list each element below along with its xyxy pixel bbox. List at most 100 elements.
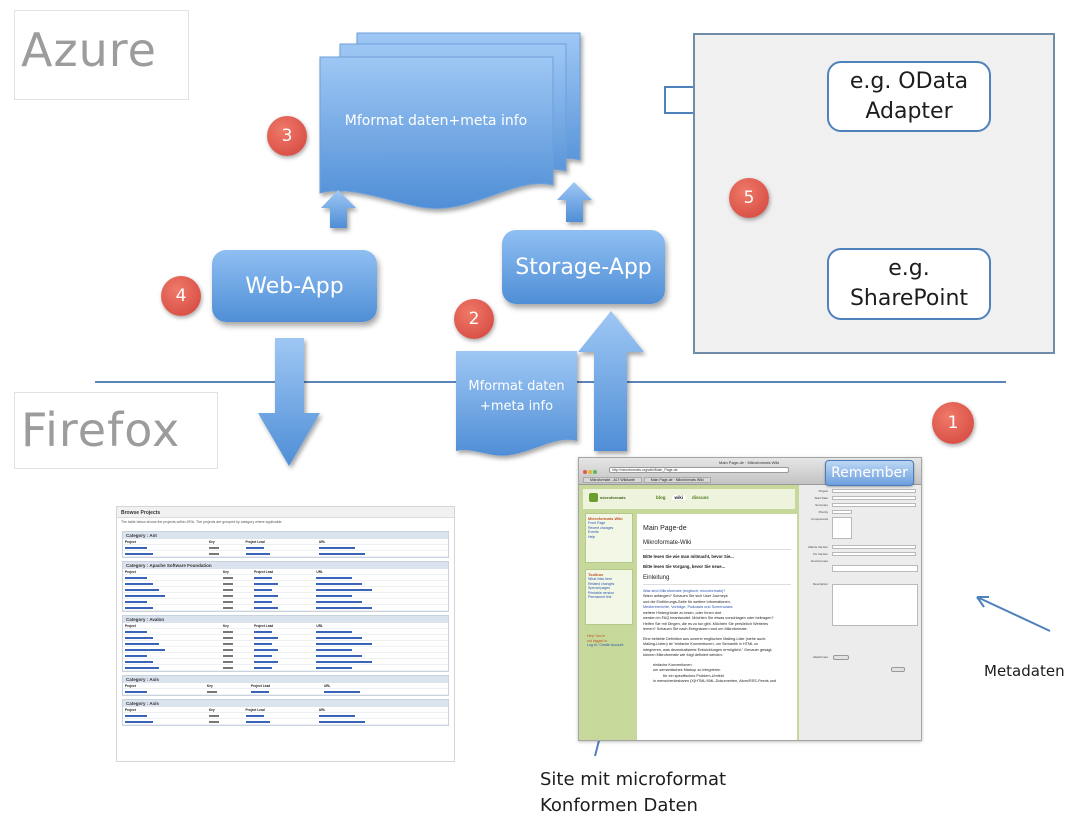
site-tab-blog[interactable]: blog (656, 495, 666, 500)
sidebar-link-recent-changes[interactable]: Recent changes (588, 525, 614, 530)
remember-button[interactable]: Remember (825, 460, 914, 486)
table-row[interactable] (123, 718, 448, 725)
form-input[interactable] (832, 552, 916, 556)
table-row[interactable] (123, 550, 448, 557)
step-2-badge: 2 (454, 299, 494, 339)
web-app-box: Web-App (212, 250, 377, 322)
table-row[interactable] (123, 580, 448, 587)
table-cell (220, 640, 253, 647)
site-tab-discuss[interactable]: discuss (692, 495, 709, 500)
firefox-zone-label: Firefox (14, 392, 218, 469)
projects-title: Browse Projects (117, 507, 454, 518)
table-row[interactable] (123, 544, 448, 551)
table-row[interactable] (123, 598, 448, 605)
table-row[interactable] (123, 640, 448, 647)
cell-filler (245, 546, 264, 549)
sidebar-link-events[interactable]: Events (588, 530, 599, 535)
zoom-dot-icon[interactable] (593, 470, 597, 474)
form-label: Project (818, 489, 828, 493)
column-header: Project (123, 569, 221, 575)
azure-zone-label: Azure (14, 10, 189, 100)
table-cell (206, 718, 244, 725)
environment-textarea[interactable] (832, 565, 918, 572)
table-row[interactable] (123, 592, 448, 599)
table-row[interactable] (123, 652, 448, 659)
toolbox-link-special-pages[interactable]: Special pages (588, 586, 610, 591)
definition-line: Mailing-Listen) ist "einfache Konvention… (643, 642, 759, 647)
form-input[interactable] (832, 503, 916, 507)
browse-button[interactable] (833, 655, 849, 660)
table-row[interactable] (123, 658, 448, 665)
column-header: Project Lead (243, 707, 317, 713)
login-link[interactable]: Log in / Create Account (587, 643, 624, 648)
toolbox-link-permanent[interactable]: Permanent link (588, 595, 612, 600)
table-cell (220, 592, 253, 599)
form-input[interactable] (832, 496, 916, 500)
odata-line-2: Adapter (865, 98, 953, 124)
site-tab-wiki[interactable]: wiki (671, 495, 687, 500)
cell-filler (125, 714, 147, 717)
table-cell (123, 646, 221, 653)
form-input[interactable] (832, 489, 916, 493)
cell-filler (316, 582, 363, 585)
table-row[interactable] (123, 604, 448, 611)
table-row[interactable] (123, 634, 448, 641)
table-cell (243, 550, 317, 557)
mformat-doc-label: Mformat daten +meta info (456, 377, 577, 416)
form-label: Environment (811, 559, 828, 563)
cell-filler (254, 630, 273, 633)
description-textarea[interactable] (832, 584, 918, 626)
table-cell (252, 604, 315, 611)
form-listbox[interactable] (832, 517, 852, 539)
cell-filler (254, 600, 273, 603)
table-row[interactable] (123, 646, 448, 653)
table-cell (123, 628, 221, 635)
browser-tab-1[interactable]: Mikroformate - ALT Wikikarte (583, 477, 642, 483)
cell-filler (222, 606, 233, 609)
login-note-line-1: Hey! You're (587, 634, 605, 638)
table-row[interactable] (123, 688, 448, 695)
browser-url-bar[interactable]: http://microformats.org/wiki/Main_Page-d… (609, 467, 789, 473)
table-row[interactable] (123, 586, 448, 593)
sidebar-link-help[interactable]: Help (588, 534, 596, 539)
category-heading: Category : Axis (123, 676, 448, 683)
site-caption-line-1: Site mit microformat (540, 769, 727, 790)
table-cell (123, 544, 207, 551)
close-dot-icon[interactable] (583, 470, 587, 474)
table-cell (123, 604, 221, 611)
cell-filler (318, 546, 355, 549)
toolbox-link-related-changes[interactable]: Related changes (588, 581, 615, 586)
minimize-dot-icon[interactable] (588, 470, 592, 474)
intro-line: und die Einführungs-Seite für weitere In… (643, 599, 731, 604)
toolbox-link-printable[interactable]: Printable version (588, 590, 615, 595)
table-row[interactable] (123, 664, 448, 671)
toolbox-link-what-links-here[interactable]: What links here (588, 577, 613, 582)
metadata-form-panel: Project Start Date Summary Priority Comp… (799, 485, 921, 740)
table-cell (220, 604, 253, 611)
cell-filler (222, 594, 233, 597)
sidebar-link-front-page[interactable]: Front Page (588, 521, 606, 526)
cell-filler (254, 582, 279, 585)
cell-filler (125, 654, 147, 657)
form-select[interactable] (832, 510, 852, 514)
bullet-item: in menschenlesbaren (X)HTML/XML-Dokument… (653, 679, 777, 684)
browser-tab-2[interactable]: Main Page-de · Mikroformats Wiki (643, 477, 711, 483)
cell-filler (316, 648, 353, 651)
table-cell (314, 658, 448, 665)
cell-filler (316, 600, 363, 603)
form-input[interactable] (832, 545, 916, 549)
table-cell (252, 580, 315, 587)
cell-filler (125, 642, 159, 645)
cell-filler (316, 636, 363, 639)
column-header: Project (123, 683, 205, 689)
create-button[interactable] (891, 667, 905, 672)
table-row[interactable] (123, 628, 448, 635)
intro-line: Medienberichte, Vorträge, Podcasts und S… (643, 605, 733, 610)
table-cell (252, 628, 315, 635)
table-row[interactable] (123, 574, 448, 581)
table-row[interactable] (123, 712, 448, 719)
intro-line: weitere Hintergründe zu lesen, oder Ihne… (643, 610, 722, 615)
